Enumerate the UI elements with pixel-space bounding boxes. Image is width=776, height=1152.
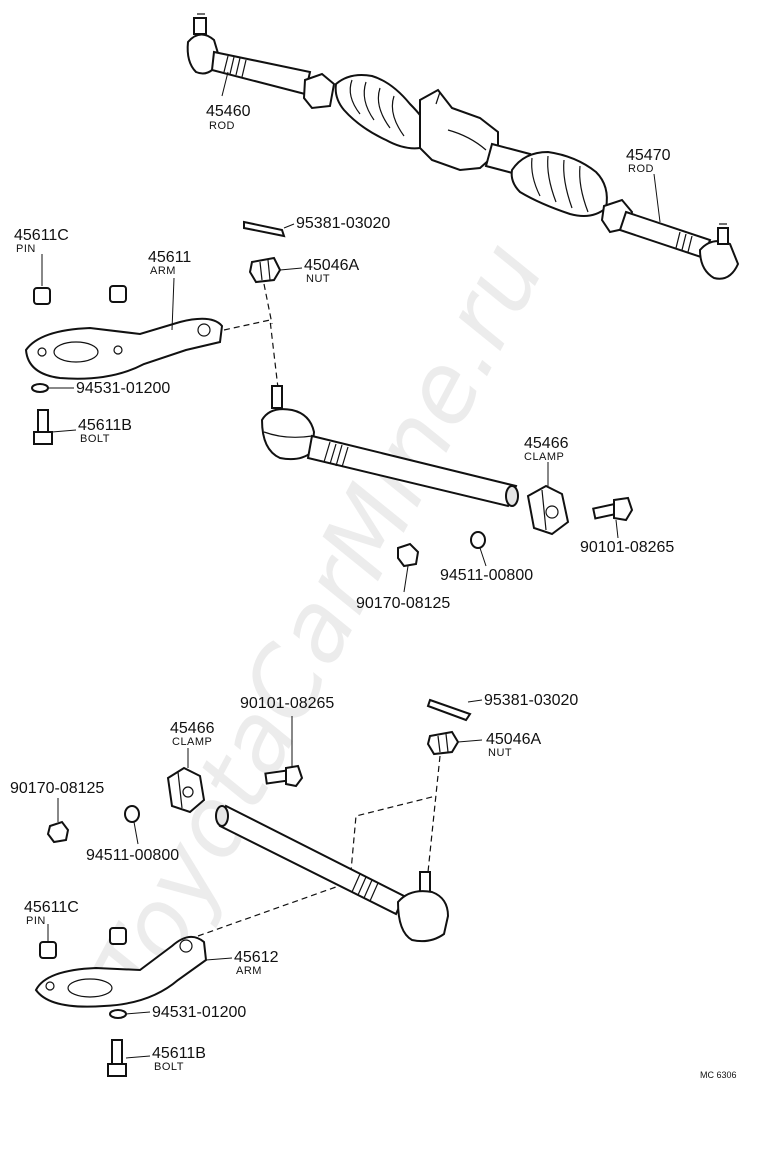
- callout-upper-arm[interactable]: 45611 ARM: [148, 249, 191, 331]
- rod-45460-part-number: 45460: [206, 103, 251, 120]
- upper-lock-washer[interactable]: [470, 531, 486, 549]
- callout-upper-clamp-bolt[interactable]: 90101-08265: [580, 519, 674, 556]
- lower-clamp-part-number: 45466: [170, 720, 215, 737]
- upper-pin-bushing-b[interactable]: [109, 285, 127, 303]
- rod-45470-name: ROD: [628, 163, 654, 175]
- steering-rack-assembly: [186, 13, 740, 280]
- lower-clamp[interactable]: [166, 766, 206, 814]
- drawing-code: MC 6306: [700, 1070, 737, 1080]
- upper-arm-bolt[interactable]: [33, 409, 53, 445]
- callout-lower-nut[interactable]: 45046A NUT: [457, 731, 541, 759]
- lower-arm-part-number: 45612: [234, 949, 279, 966]
- callout-upper-lock-washer[interactable]: 94511-00800: [440, 547, 533, 584]
- upper-washer-small-part-number: 94531-01200: [76, 380, 170, 397]
- upper-pin-name: PIN: [16, 243, 36, 255]
- left-tie-rod[interactable]: [210, 50, 312, 96]
- rod-45460-name: ROD: [209, 120, 235, 132]
- upper-pin-part-number: 45611C: [14, 227, 69, 244]
- upper-bolt-part-number: 45611B: [78, 417, 132, 434]
- callout-rod-45470[interactable]: 45470 ROD: [626, 147, 671, 223]
- upper-assembly-line: [223, 319, 279, 389]
- lower-nut-part-number: 45046A: [486, 731, 541, 748]
- callout-upper-pin[interactable]: 45611C PIN: [14, 227, 69, 286]
- lower-cotter-part-number: 95381-03020: [484, 692, 578, 709]
- callout-lower-washer-small[interactable]: 94531-01200: [125, 1004, 246, 1021]
- upper-small-washer[interactable]: [31, 383, 49, 393]
- callout-lower-bolt[interactable]: 45611B BOLT: [125, 1045, 206, 1073]
- callout-lower-clamp[interactable]: 45466 CLAMP: [170, 720, 215, 768]
- callout-upper-clamp[interactable]: 45466 CLAMP: [524, 435, 569, 486]
- lower-washer-small-part-number: 94531-01200: [152, 1004, 246, 1021]
- lower-arm-name: ARM: [236, 965, 262, 977]
- rack-housing[interactable]: [419, 88, 499, 172]
- upper-nut-axis: [263, 283, 273, 325]
- callout-upper-washer-small[interactable]: 94531-01200: [48, 380, 170, 397]
- upper-clamp[interactable]: [526, 484, 570, 536]
- upper-castle-nut[interactable]: [248, 256, 282, 284]
- callout-lower-cotter[interactable]: 95381-03020: [467, 692, 578, 709]
- right-tie-rod-end[interactable]: [698, 223, 740, 280]
- upper-cotter-part-number: 95381-03020: [296, 215, 390, 232]
- lower-tie-rod-end[interactable]: [396, 871, 450, 943]
- lower-arm-bolt[interactable]: [107, 1039, 127, 1077]
- lower-clamp-nut-part-number: 90170-08125: [10, 780, 104, 797]
- upper-tie-rod-end[interactable]: [260, 385, 316, 461]
- lower-clamp-name: CLAMP: [172, 736, 212, 748]
- callout-lower-clamp-nut[interactable]: 90170-08125: [10, 780, 104, 822]
- upper-arm-part-number: 45611: [148, 249, 191, 266]
- lower-bolt-name: BOLT: [154, 1061, 184, 1073]
- lower-bolt-part-number: 45611B: [152, 1045, 206, 1062]
- upper-clamp-part-number: 45466: [524, 435, 569, 452]
- rod-45470-part-number: 45470: [626, 147, 671, 164]
- lower-clamp-bolt[interactable]: [264, 764, 304, 788]
- lower-lock-washer-part-number: 94511-00800: [86, 847, 179, 864]
- lower-assembly-line: [197, 795, 437, 937]
- upper-cotter-pin[interactable]: [243, 220, 286, 238]
- callout-lower-pin[interactable]: 45611C PIN: [24, 899, 79, 942]
- lower-clamp-bolt-part-number: 90101-08265: [240, 695, 334, 712]
- left-rack-boot[interactable]: [334, 74, 432, 150]
- lower-pin-bushing-a[interactable]: [39, 941, 57, 959]
- callout-lower-arm[interactable]: 45612 ARM: [205, 949, 279, 977]
- lower-pin-part-number: 45611C: [24, 899, 79, 916]
- upper-pin-bushing-a[interactable]: [33, 287, 51, 305]
- right-rack-boot[interactable]: [510, 150, 608, 217]
- upper-clamp-bolt[interactable]: [592, 496, 634, 522]
- callout-upper-bolt[interactable]: 45611B BOLT: [51, 417, 132, 445]
- upper-clamp-bolt-part-number: 90101-08265: [580, 539, 674, 556]
- upper-nut-part-number: 45046A: [304, 257, 359, 274]
- callout-upper-cotter[interactable]: 95381-03020: [283, 215, 390, 232]
- lower-small-washer[interactable]: [109, 1009, 127, 1019]
- upper-idler-arm[interactable]: [24, 317, 224, 380]
- upper-clamp-name: CLAMP: [524, 451, 564, 463]
- lower-adjusting-tube[interactable]: [215, 804, 406, 916]
- callout-upper-clamp-nut[interactable]: 90170-08125: [356, 565, 450, 612]
- upper-arm-name: ARM: [150, 265, 176, 277]
- upper-lock-washer-part-number: 94511-00800: [440, 567, 533, 584]
- callout-rod-45460[interactable]: 45460 ROD: [206, 71, 251, 132]
- upper-nut-name: NUT: [306, 273, 330, 285]
- upper-bolt-name: BOLT: [80, 433, 110, 445]
- lower-pin-bushing-b[interactable]: [109, 927, 127, 945]
- upper-clamp-nut[interactable]: [397, 542, 420, 568]
- lower-cotter-pin[interactable]: [426, 698, 472, 722]
- callout-upper-nut[interactable]: 45046A NUT: [279, 257, 359, 285]
- upper-clamp-nut-part-number: 90170-08125: [356, 595, 450, 612]
- upper-adjusting-tube[interactable]: [306, 434, 519, 508]
- lower-nut-axis: [427, 755, 441, 873]
- callout-lower-clamp-bolt[interactable]: 90101-08265: [240, 695, 334, 766]
- lower-pin-name: PIN: [26, 915, 46, 927]
- lower-castle-nut[interactable]: [426, 730, 460, 756]
- right-tie-rod[interactable]: [618, 210, 712, 260]
- lower-nut-name: NUT: [488, 747, 512, 759]
- lower-lock-washer[interactable]: [124, 805, 140, 823]
- callout-lower-lock-washer[interactable]: 94511-00800: [86, 821, 179, 864]
- lower-clamp-nut[interactable]: [46, 820, 70, 844]
- left-rod-clamp[interactable]: [302, 72, 336, 110]
